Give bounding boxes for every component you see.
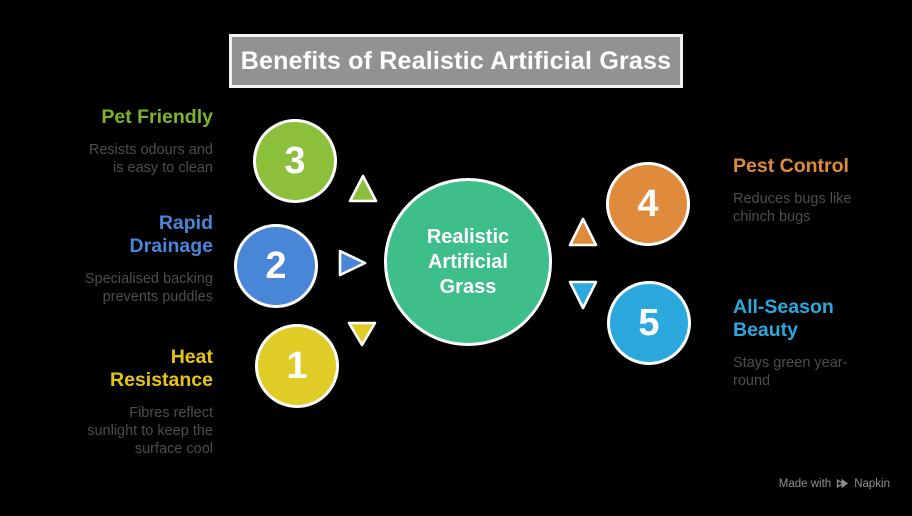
node-title-heat-resistance: Heat Resistance	[110, 346, 213, 391]
node-title-pest-control: Pest Control	[733, 155, 849, 177]
node-number-4: 4	[637, 182, 659, 225]
watermark: Made with Napkin	[779, 477, 890, 490]
node-circle-rapid-drainage: 2	[234, 224, 318, 308]
arrow-up-pest-control-icon	[568, 217, 598, 247]
node-title-rapid-drainage: Rapid Drainage	[129, 212, 213, 257]
page-title: Benefits of Realistic Artificial Grass	[240, 46, 672, 75]
node-title-all-season-beauty: All-Season Beauty	[733, 296, 834, 341]
arrow-down-all-season-beauty-icon	[568, 280, 598, 310]
node-desc-rapid-drainage: Specialised backing prevents puddles	[84, 271, 213, 305]
node-circle-heat-resistance: 1	[255, 324, 339, 408]
center-hub-circle: Realistic Artificial Grass	[384, 178, 552, 346]
watermark-prefix: Made with	[778, 477, 832, 490]
node-circle-pest-control: 4	[606, 162, 690, 246]
node-desc-all-season-beauty: Stays green year- round	[733, 355, 848, 389]
napkin-logo-icon	[837, 478, 849, 489]
center-hub-label: Realistic Artificial Grass	[426, 225, 510, 298]
label-block-heat-resistance: Heat Resistance Fibres reflect sunlight …	[87, 346, 213, 458]
node-desc-pet-friendly: Resists odours and is easy to clean	[88, 142, 213, 176]
node-desc-pest-control: Reduces bugs like chinch bugs	[733, 191, 852, 225]
node-number-3: 3	[284, 139, 306, 182]
title-banner: Benefits of Realistic Artificial Grass	[229, 34, 683, 88]
node-circle-all-season-beauty: 5	[607, 281, 691, 365]
node-desc-heat-resistance: Fibres reflect sunlight to keep the surf…	[87, 405, 213, 457]
arrow-down-heat-resistance-icon	[347, 321, 377, 347]
node-circle-pet-friendly: 3	[253, 119, 337, 203]
arrow-up-pet-friendly-icon	[348, 174, 378, 203]
node-number-1: 1	[286, 344, 308, 387]
node-title-pet-friendly: Pet Friendly	[101, 106, 213, 128]
label-block-rapid-drainage: Rapid Drainage Specialised backing preve…	[85, 212, 213, 306]
label-block-pet-friendly: Pet Friendly Resists odours and is easy …	[89, 106, 213, 177]
watermark-brand: Napkin	[854, 477, 890, 490]
label-block-all-season-beauty: All-Season Beauty Stays green year- roun…	[733, 296, 847, 390]
arrow-right-rapid-drainage-icon	[338, 249, 367, 277]
label-block-pest-control: Pest Control Reduces bugs like chinch bu…	[733, 155, 852, 226]
node-number-2: 2	[265, 244, 287, 287]
node-number-5: 5	[638, 301, 660, 344]
